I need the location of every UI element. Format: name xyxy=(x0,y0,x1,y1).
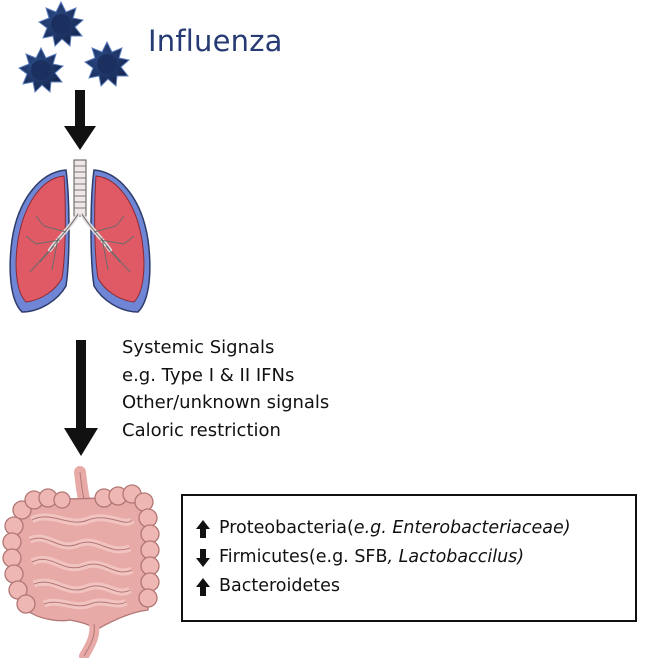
lungs-icon xyxy=(9,159,151,313)
taxon-detail: ( xyxy=(346,518,354,538)
intestine-icon xyxy=(2,466,160,658)
signal-line: Systemic Signals xyxy=(122,337,275,358)
change-row: Proteobacteria (e.g. Enterobacteriaceae) xyxy=(195,514,571,543)
virus-icon xyxy=(83,40,131,88)
change-row: Bacteroidetes xyxy=(195,572,571,601)
arrow-down-icon xyxy=(64,340,98,456)
taxon-name: Proteobacteria xyxy=(219,518,347,538)
signal-line: Caloric restriction xyxy=(122,419,281,441)
taxon-name: Bacteroidetes xyxy=(219,576,340,596)
arrow-up-icon xyxy=(196,577,210,596)
taxon-detail: (e.g. SFB xyxy=(308,547,388,567)
microbiota-changes-box: Proteobacteria (e.g. Enterobacteriaceae)… xyxy=(181,494,637,622)
virus-icon xyxy=(17,46,65,94)
virus-icon xyxy=(37,0,85,48)
taxon-detail-italic: , Lactobaccilus) xyxy=(387,547,525,567)
taxon-name: Firmicutes xyxy=(219,547,309,567)
signal-line: Other/unknown signals xyxy=(122,392,330,413)
change-row: Firmicutes (e.g. SFB, Lactobaccilus) xyxy=(195,543,571,572)
arrow-up-icon xyxy=(196,519,210,538)
systemic-signals-list: Systemic Signals e.g. Type I & II IFNs O… xyxy=(122,334,329,444)
arrow-down-icon xyxy=(196,548,210,567)
arrow-down-icon xyxy=(64,90,96,150)
taxon-detail-italic: e.g. Enterobacteriaceae) xyxy=(353,518,571,538)
signal-line: e.g. Type I & II IFNs xyxy=(122,364,295,386)
page-title: Influenza xyxy=(148,24,283,58)
